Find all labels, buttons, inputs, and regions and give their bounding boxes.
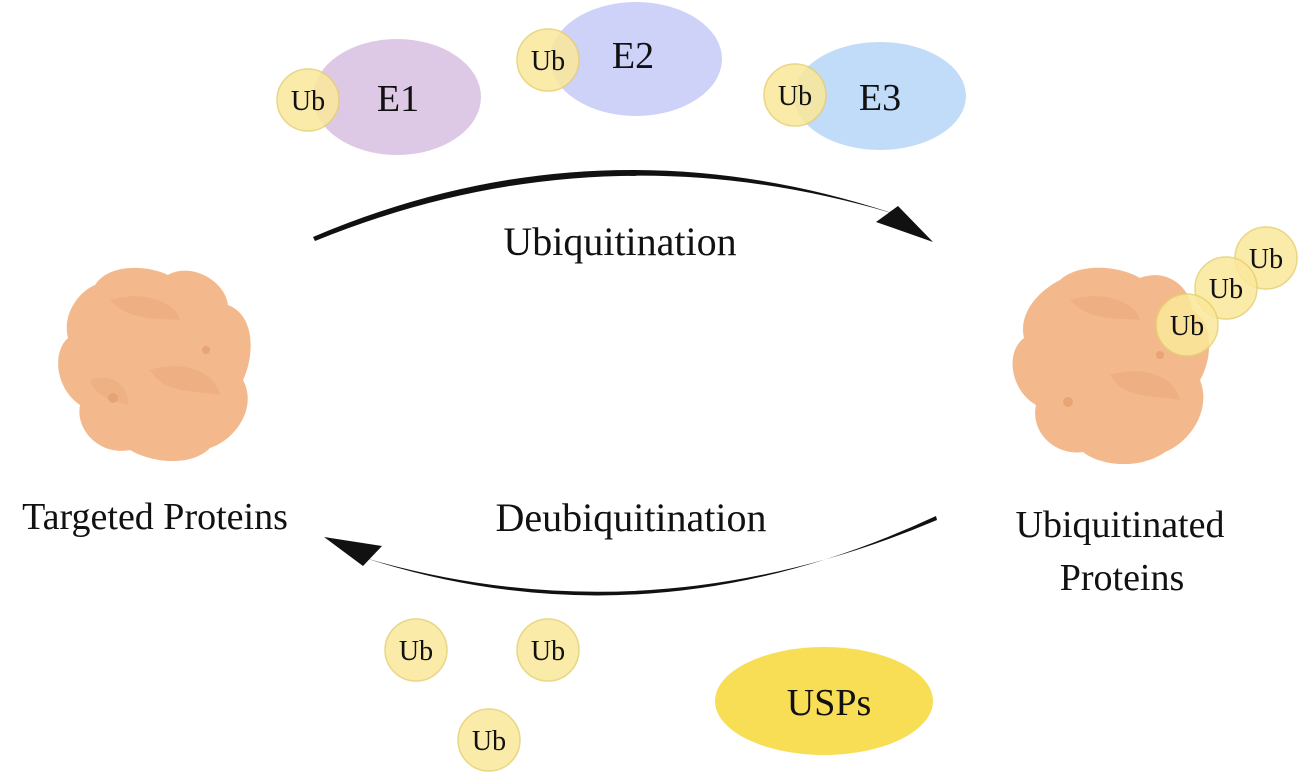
ubiquitin-chain: Ub Ub Ub [1155, 226, 1298, 357]
ubiquitinated-label-line2: Proteins [1060, 557, 1185, 599]
targeted-proteins-label: Targeted Proteins [22, 496, 288, 538]
targeted-protein-shade-2 [150, 366, 220, 395]
chain-ub-label-2: Ub [1209, 274, 1243, 305]
free-ubiquitin: Ub Ub Ub [384, 618, 580, 772]
chain-ub-circle-2 [1194, 256, 1258, 320]
e2-ub-circle [516, 28, 580, 92]
e2-enzyme: E2 Ub [516, 2, 722, 116]
targeted-protein-shade-1 [110, 296, 180, 320]
e3-ub-label: Ub [778, 81, 812, 112]
usps-enzyme: USPs [715, 647, 933, 755]
free-ub-label-2: Ub [531, 636, 565, 667]
targeted-protein-shade-3 [90, 377, 129, 405]
targeted-protein-dot [108, 393, 118, 403]
e3-ub-circle [763, 63, 827, 127]
e1-enzyme: E1 Ub [276, 39, 481, 155]
ubiquitinated-label-line1: Ubiquitinated [1016, 504, 1225, 546]
e1-ub-label: Ub [291, 86, 325, 117]
usps-label: USPs [787, 682, 872, 724]
free-ub-label-3: Ub [472, 726, 506, 757]
ubiquitinated-protein-dot-2 [1156, 351, 1164, 359]
ubiquitination-arrow [313, 169, 933, 242]
targeted-protein-dot-2 [202, 346, 210, 354]
deubiquitination-arrow [324, 516, 937, 596]
e1-ub-circle [276, 68, 340, 132]
ubiquitinated-protein-shade-1 [1070, 296, 1140, 320]
e1-body [313, 39, 481, 155]
ubiquitination-arrowhead [876, 206, 933, 242]
ubiquitinated-protein-shade-2 [1110, 371, 1180, 400]
ubiquitination-label: Ubiquitination [503, 219, 736, 264]
ubiquitinated-protein-dot [1063, 397, 1073, 407]
free-ub-circle-1 [384, 618, 448, 682]
e1-label: E1 [377, 78, 419, 120]
chain-ub-label-1: Ub [1170, 311, 1204, 342]
e2-body [550, 2, 722, 116]
free-ub-circle-3 [457, 708, 521, 772]
deubiquitination-label: Deubiquitination [495, 495, 766, 540]
chain-ub-label-3: Ub [1249, 244, 1283, 275]
e2-ub-label: Ub [531, 46, 565, 77]
e3-label: E3 [859, 77, 901, 119]
chain-ub-circle-1 [1155, 293, 1219, 357]
e3-enzyme: E3 Ub [763, 42, 966, 150]
usps-body [715, 647, 933, 755]
targeted-protein [58, 267, 251, 462]
free-ub-label-1: Ub [399, 636, 433, 667]
deubiquitination-arrowhead [324, 537, 382, 566]
e2-label: E2 [612, 35, 654, 77]
e3-body [794, 42, 966, 150]
targeted-protein-blob [58, 267, 251, 462]
free-ub-circle-2 [516, 618, 580, 682]
